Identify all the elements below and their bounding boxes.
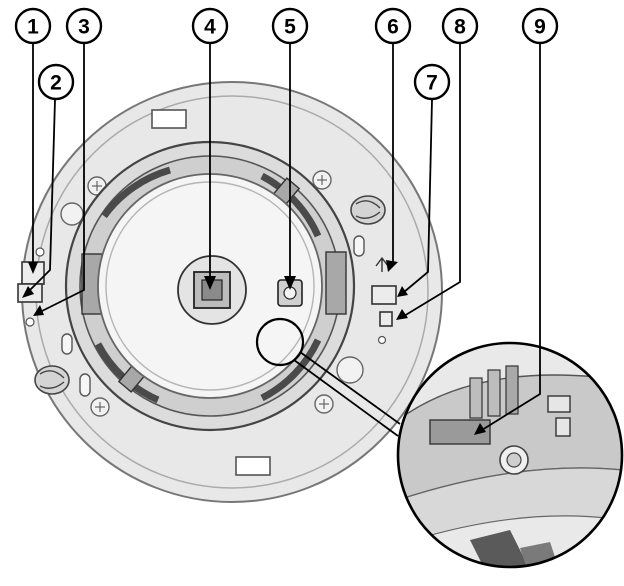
detail-connector-bottom — [293, 359, 399, 437]
leader-lines — [22, 44, 541, 435]
callout-2-label: 2 — [50, 72, 62, 95]
detail-connector-top — [299, 351, 401, 425]
callout-7: 7 — [413, 63, 451, 101]
top-rim-tab — [151, 109, 187, 129]
callout-1-label: 1 — [27, 16, 39, 39]
callout-9: 9 — [521, 7, 559, 45]
callout-4-label: 4 — [204, 16, 216, 39]
callout-1: 1 — [14, 7, 52, 45]
bottom-rim-tab — [235, 456, 271, 476]
screw-mid-right — [336, 356, 364, 384]
callout-7-label: 7 — [426, 72, 438, 95]
callout-8: 8 — [441, 7, 479, 45]
callout-8-label: 8 — [454, 16, 466, 39]
magnified-detail-icon — [396, 341, 624, 569]
callout-5-label: 5 — [284, 16, 296, 39]
callout-6-label: 6 — [387, 16, 399, 39]
screw-mid-left — [60, 202, 84, 226]
callout-2: 2 — [37, 63, 75, 101]
callout-4: 4 — [191, 7, 229, 45]
callout-9-label: 9 — [534, 16, 546, 39]
callout-5: 5 — [271, 7, 309, 45]
callout-3: 3 — [65, 7, 103, 45]
callout-3-label: 3 — [78, 16, 90, 39]
clamp-top-right — [350, 195, 386, 225]
right-components — [371, 285, 397, 327]
magnify-source-circle — [255, 317, 305, 367]
callout-6: 6 — [374, 7, 412, 45]
clamp-bottom-left — [34, 365, 70, 395]
